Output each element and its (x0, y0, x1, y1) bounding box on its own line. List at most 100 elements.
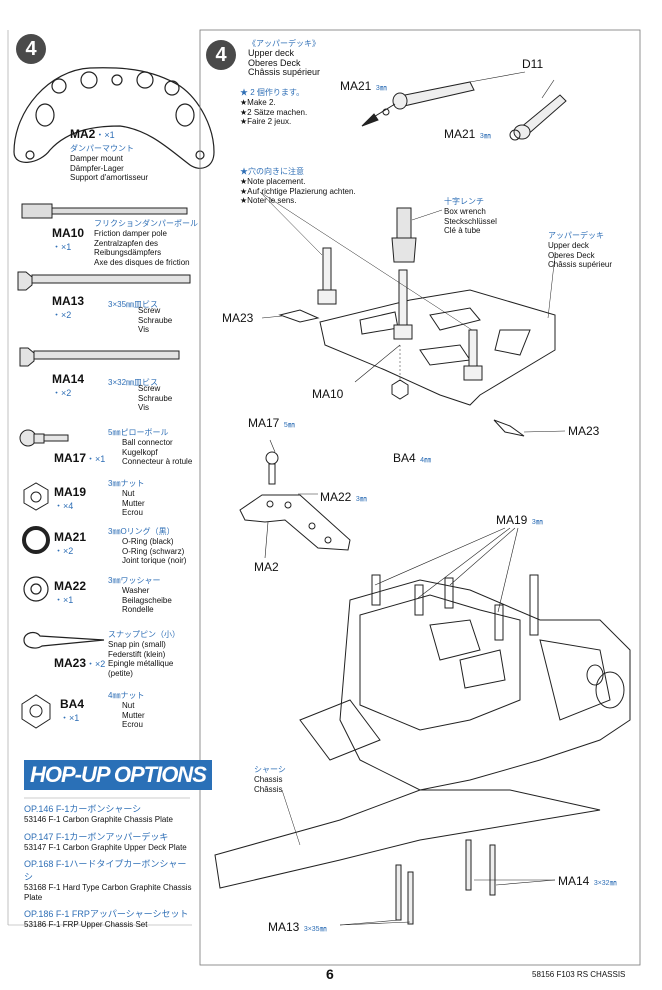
part-ma17-code: MA17 (54, 451, 87, 465)
part-ma19-jp: 3㎜ナット (108, 479, 145, 488)
part-ma17-en: Ball connector (122, 438, 173, 447)
nut-3mm-icon (23, 482, 49, 511)
callout-ma23-left: MA23 (222, 311, 254, 325)
part-ma22-en: Washer (122, 586, 150, 595)
callout-d11: D11 (522, 57, 544, 71)
part-ma2-jp: ダンパーマウント (70, 144, 134, 153)
part-ma22-jp: 3㎜ワッシャー (108, 576, 161, 585)
callout-ma22: MA22 3㎜ (320, 490, 367, 504)
part-ma23-desc: スナップピン（小） Snap pin (small) Federstift (k… (108, 629, 198, 678)
part-ma23-code-block: MA23・×2 (54, 654, 105, 672)
part-ma13-jp-size: 3×35㎜皿ビス (108, 300, 159, 309)
part-ma10-desc: フリクションダンパーポール Friction damper pole Zentr… (94, 218, 199, 267)
part-ba4-desc: 4㎜ナット Nut Mutter Ecrou (108, 690, 145, 730)
part-ma14-jp-size: 3×32㎜皿ビス (108, 378, 159, 387)
part-ma21-code: MA21 (54, 530, 87, 544)
part-ma13-desc: Screw Schraube Vis (138, 306, 172, 335)
part-ma22-de: Beilagscheibe (122, 595, 172, 605)
part-ma2-en: Damper mount (70, 154, 123, 163)
o-ring-insert-arrow (361, 103, 396, 127)
callout-ba4: BA4 4㎜ (393, 451, 432, 465)
part-ma19-de: Mutter (122, 498, 145, 508)
part-ma2-label: MA2・×1 ダンパーマウント Damper mount Dämpfer-Lag… (70, 125, 148, 183)
part-ma14-code: MA14 (52, 372, 85, 386)
part-ma23-en: Snap pin (small) (108, 640, 166, 649)
part-ma14-fr: Vis (138, 403, 149, 412)
options-list: OP.146 F-1カーボンシャーシ 53146 F-1 Carbon Grap… (24, 802, 192, 930)
part-ba4-qty: ・×1 (60, 713, 80, 723)
section-title-upper-deck: 《アッパーデッキ》 Upper deck Oberes Deck Châssis… (248, 38, 320, 78)
part-ba4-code: BA4 (60, 697, 85, 711)
callout-ma17: MA17 5㎜ (248, 416, 295, 430)
part-ma14-en: Screw (138, 384, 161, 393)
part-ma10-code: MA10 (52, 226, 85, 240)
option-op168: OP.168 F-1ハードタイプカーボンシャーシ 53168 F-1 Hard … (24, 859, 192, 902)
snap-pin-right (493, 419, 525, 437)
part-ma21-fr: Joint torique (noir) (122, 556, 187, 565)
ba4-nut-shape (391, 379, 409, 400)
part-ma2-de: Dämpfer-Lager (70, 163, 124, 173)
part-ma22-desc: 3㎜ワッシャー Washer Beilagscheibe Rondelle (108, 575, 172, 615)
part-ma22-qty: ・×1 (54, 595, 74, 605)
hop-up-options-banner: HOP-UP OPTIONS (24, 760, 212, 790)
callout-ma21-lower: MA21 3㎜ (444, 127, 491, 141)
part-ma21-code-block: MA21 ・×2 (54, 530, 86, 557)
part-ma14-de: Schraube (138, 393, 173, 403)
part-ma2-qty: ・×1 (95, 130, 115, 140)
part-ma13-de: Schraube (138, 315, 173, 325)
box-wrench-icon (391, 207, 417, 263)
chassis-screws (395, 839, 496, 925)
part-ba4-en: Nut (122, 701, 135, 710)
chassis-plate-drawing (214, 789, 601, 889)
page-number: 6 (326, 966, 334, 982)
part-ma21-desc: 3㎜Oリング（黒） O-Ring (black) O-Ring (schwarz… (108, 526, 186, 566)
part-ma10-code-block: MA10 ・×1 (52, 226, 84, 253)
callout-ma19: MA19 3㎜ (496, 513, 543, 527)
part-ma10-de: Zentralzapfen des Reibungsdämpfers (94, 238, 162, 258)
main-step-number-badge: 4 (206, 40, 236, 70)
section-title-de: Oberes Deck (248, 57, 301, 68)
part-ma2-code: MA2 (70, 127, 96, 141)
upper-deck-plate (319, 289, 556, 406)
part-ma2-fr: Support d'amortisseur (70, 173, 149, 182)
part-ma14-desc: Screw Schraube Vis (138, 384, 172, 413)
upper-deck-label: アッパーデッキ Upper deck Oberes Deck Châssis s… (548, 231, 613, 269)
snap-pin-left (278, 309, 320, 323)
damper-mount-icon (13, 67, 215, 169)
part-ma13-code: MA13 (52, 294, 85, 308)
part-ma17-qty: ・×1 (86, 454, 106, 464)
snap-pin-icon (23, 631, 105, 649)
part-ma21-qty: ・×2 (54, 546, 74, 556)
option-op146: OP.146 F-1カーボンシャーシ 53146 F-1 Carbon Grap… (24, 804, 173, 824)
part-ba4-fr: Ecrou (122, 720, 143, 729)
d11-pole-assembly (392, 81, 567, 141)
option-op186: OP.186 F-1 FRPアッパーシャーシセット 53186 F-1 FRP … (24, 909, 189, 929)
screw-32mm-icon (19, 347, 180, 367)
part-ma21-en: O-Ring (black) (122, 537, 174, 546)
part-ma19-desc: 3㎜ナット Nut Mutter Ecrou (108, 478, 145, 518)
callout-ma2: MA2 (254, 560, 279, 574)
part-ma13-fr: Vis (138, 325, 149, 334)
part-ma21-jp: 3㎜Oリング（黒） (108, 527, 175, 536)
part-ma17-desc: 5㎜ピローボール Ball connector Kugelkopf Connec… (108, 427, 192, 467)
part-ma13-en: Screw (138, 306, 161, 315)
part-ma10-en: Friction damper pole (94, 229, 167, 238)
part-ma14-code-block: MA14 ・×2 (52, 372, 84, 399)
option-op147: OP.147 F-1カーボンアッパーデッキ 53147 F-1 Carbon G… (24, 831, 187, 852)
callout-ma10: MA10 (312, 387, 344, 401)
section-title-en: Upper deck (248, 48, 295, 58)
chassis-label: シャーシ Chassis Châssis (254, 765, 286, 794)
section-title-jp: 《アッパーデッキ》 (248, 39, 320, 48)
section-title-fr: Châssis supérieur (248, 67, 321, 77)
part-ma17-code-block: MA17・×1 (54, 449, 105, 467)
deck-poles (317, 247, 483, 381)
callout-ma14: MA14 3×32㎜ (558, 874, 617, 888)
nut-4mm-icon (21, 694, 51, 729)
part-ma23-fr: Epingle métallique (petite) (108, 659, 174, 678)
part-ma21-de: O-Ring (schwarz) (122, 546, 185, 556)
part-ma23-qty: ・×2 (86, 659, 106, 669)
part-ba4-code-block: BA4 ・×1 (60, 697, 84, 724)
part-ma10-jp: フリクションダンパーポール (94, 219, 198, 228)
part-ma22-code-block: MA22 ・×1 (54, 579, 86, 606)
part-ma10-fr: Axe des disques de friction (94, 257, 190, 267)
